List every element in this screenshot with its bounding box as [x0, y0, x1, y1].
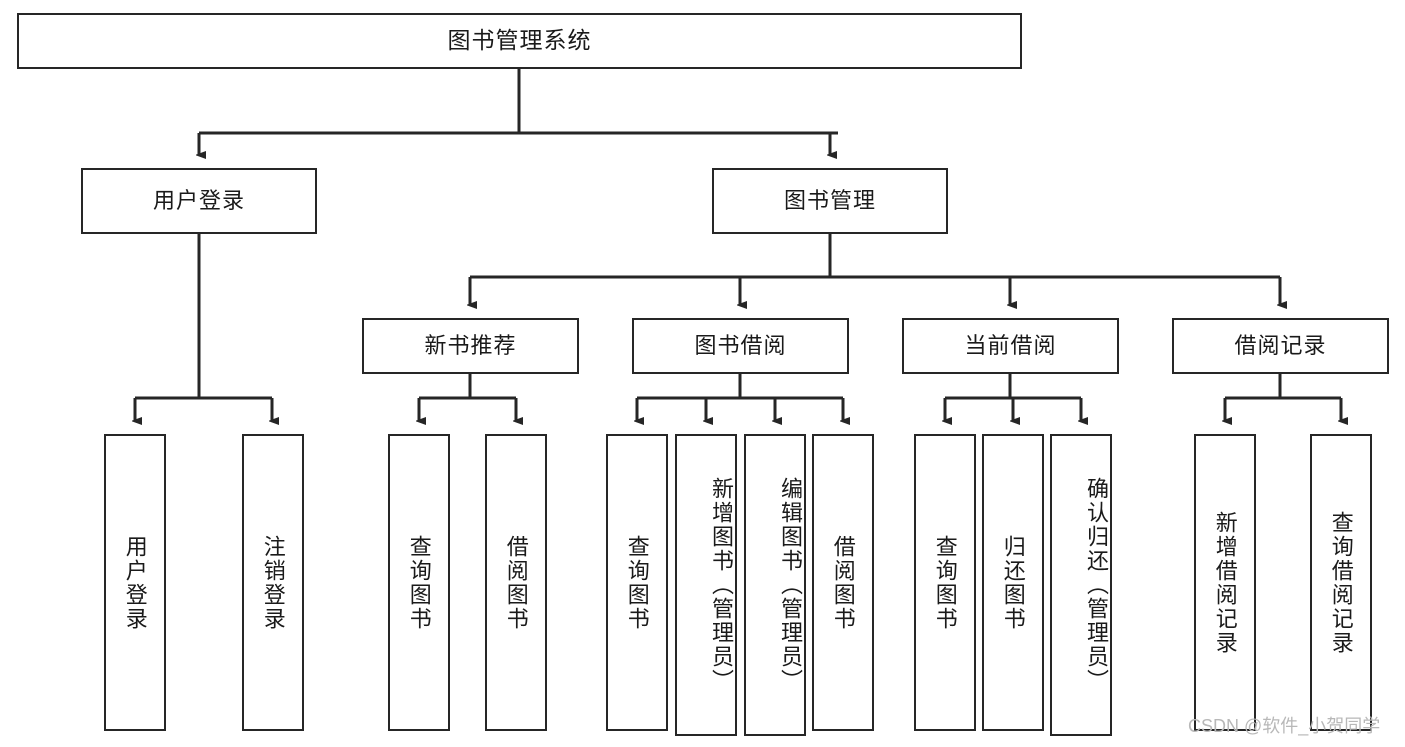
watermark: CSDN @软件_小贺同学 [1188, 716, 1381, 736]
node-book-borrow-label: 图书借阅 [694, 332, 787, 358]
node-current-borrow[interactable]: 当前借阅 [902, 318, 1119, 374]
node-borrow-records-label: 借阅记录 [1234, 332, 1327, 358]
leaf-node[interactable]: 确认归还（管理员） [1050, 434, 1112, 736]
leaf-node[interactable]: 编辑图书（管理员） [744, 434, 806, 736]
leaf-node-label: 新增图书（管理员） [709, 477, 734, 693]
node-borrow-records[interactable]: 借阅记录 [1172, 318, 1389, 374]
leaf-node-label: 查询图书 [624, 534, 650, 631]
leaf-node[interactable]: 借阅图书 [812, 434, 874, 731]
leaf-node-label: 归还图书 [1000, 534, 1026, 631]
leaf-node-label: 查询借阅记录 [1328, 510, 1354, 655]
node-user-login-label: 用户登录 [152, 187, 245, 213]
leaf-node-label: 编辑图书（管理员） [778, 477, 803, 693]
leaf-node[interactable]: 新增图书（管理员） [675, 434, 737, 736]
leaf-node-label: 新增借阅记录 [1212, 510, 1238, 655]
leaf-node-label: 借阅图书 [503, 534, 529, 631]
leaf-node[interactable]: 新增借阅记录 [1194, 434, 1256, 731]
leaf-node[interactable]: 借阅图书 [485, 434, 547, 731]
node-current-borrow-label: 当前借阅 [964, 332, 1057, 358]
leaf-node[interactable]: 查询图书 [388, 434, 450, 731]
leaf-node[interactable]: 用户登录 [104, 434, 166, 731]
node-book-borrow[interactable]: 图书借阅 [632, 318, 849, 374]
node-root-label: 图书管理系统 [447, 27, 592, 54]
leaf-node-label: 确认归还（管理员） [1084, 477, 1109, 693]
leaf-node-label: 查询图书 [406, 534, 432, 631]
leaf-node-label: 注销登录 [260, 534, 286, 631]
leaf-node-label: 用户登录 [122, 534, 148, 631]
leaf-node[interactable]: 查询图书 [914, 434, 976, 731]
leaf-node[interactable]: 归还图书 [982, 434, 1044, 731]
leaf-node[interactable]: 注销登录 [242, 434, 304, 731]
node-root[interactable]: 图书管理系统 [17, 13, 1022, 69]
node-book-management-label: 图书管理 [783, 187, 876, 213]
leaf-node-label: 查询图书 [932, 534, 958, 631]
leaf-node-label: 借阅图书 [830, 534, 856, 631]
node-user-login[interactable]: 用户登录 [81, 168, 317, 234]
node-new-book-recommend[interactable]: 新书推荐 [362, 318, 579, 374]
node-new-book-recommend-label: 新书推荐 [424, 332, 517, 358]
leaf-node[interactable]: 查询图书 [606, 434, 668, 731]
node-book-management[interactable]: 图书管理 [712, 168, 948, 234]
leaf-node[interactable]: 查询借阅记录 [1310, 434, 1372, 731]
